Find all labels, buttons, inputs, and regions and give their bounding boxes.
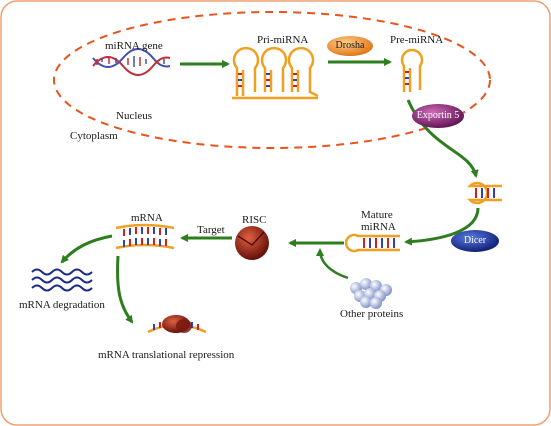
pri-mirna-bases <box>238 73 297 87</box>
dicer-enzyme <box>451 230 499 252</box>
pre-mirna-structure <box>400 48 424 92</box>
pri-mirna-structure <box>232 46 319 100</box>
label-pri-mirna: Pri-miRNA <box>257 34 309 46</box>
arrow-degradation <box>60 234 113 264</box>
dicer-label: Dicer <box>463 235 487 246</box>
arrow-dicer-processing <box>404 207 480 246</box>
arrow-other-proteins <box>316 248 349 280</box>
label-mrna-degradation: mRNA degradation <box>19 299 105 311</box>
exportin-label: Exportin 5 <box>416 110 460 121</box>
cytoplasm-pre-mirna-bases <box>475 188 495 198</box>
mature-mirna-duplex <box>344 233 400 253</box>
degraded-mrna <box>31 268 93 292</box>
exportin-5 <box>412 104 464 128</box>
other-proteins-cluster <box>350 278 392 309</box>
dna-helix <box>92 48 171 76</box>
pre-mirna-bases <box>405 71 409 85</box>
label-mature-line2: miRNA <box>361 221 396 233</box>
translational-repression-complex <box>147 315 207 334</box>
label-other-proteins: Other proteins <box>340 308 404 320</box>
label-mrna-translational-repression: mRNA translational repression <box>98 349 235 361</box>
risc-complex <box>235 226 269 260</box>
label-mrna: mRNA <box>131 212 163 224</box>
label-cytoplasm: Cytoplasm <box>70 130 118 142</box>
drosha-enzyme <box>327 36 373 56</box>
label-risc: RISC <box>242 214 267 226</box>
label-mature-line1: Mature <box>361 209 393 221</box>
mrna-target-duplex <box>115 223 175 250</box>
drosha-label: Drosha <box>335 40 365 51</box>
label-target: Target <box>197 224 225 236</box>
arrow-repression <box>116 255 134 324</box>
label-nucleus: Nucleus <box>116 110 153 122</box>
nucleus-boundary <box>53 11 491 149</box>
label-mirna-gene: miRNA gene <box>105 40 163 52</box>
label-pre-mirna: Pre-miRNA <box>390 34 444 46</box>
